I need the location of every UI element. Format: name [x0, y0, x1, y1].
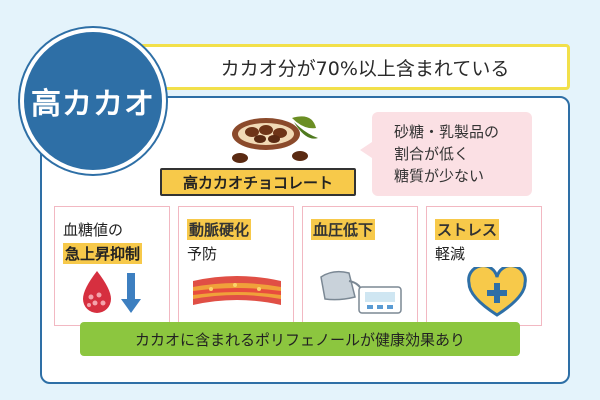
headline-text: カカオ分が70%以上含まれている: [220, 57, 510, 80]
sugar-note-line: 割合が低く: [394, 145, 470, 163]
benefit-label: 血糖値の: [63, 221, 124, 239]
benefit-card-blood-pressure: 血圧低下: [302, 206, 418, 326]
benefit-highlight: ストレス: [435, 219, 500, 240]
benefit-highlight: 血圧低下: [311, 219, 376, 240]
cacao-pod-icon: [232, 116, 318, 163]
benefit-label: 軽減: [435, 245, 466, 263]
sugar-note-line: 砂糖・乳製品の: [394, 123, 500, 141]
heart-plus-icon: [467, 267, 527, 317]
benefit-highlight: 動脈硬化: [187, 219, 252, 240]
title-badge: 高カカオ: [20, 28, 166, 174]
blood-pressure-monitor-icon: [320, 270, 402, 314]
polyphenol-banner: カカオに含まれるポリフェノールが健康効果あり: [80, 322, 520, 356]
benefit-card-arteriosclerosis: 動脈硬化 予防: [178, 206, 294, 326]
title-text: 高カカオ: [31, 87, 155, 122]
benefit-card-blood-sugar: 血糖値の 急上昇抑制: [54, 206, 170, 326]
sugar-note-line: 糖質が少ない: [394, 167, 485, 185]
polyphenol-text: カカオに含まれるポリフェノールが健康効果あり: [134, 330, 465, 349]
artery-icon: [193, 276, 281, 305]
headline-banner: カカオ分が70%以上含まれている: [130, 44, 570, 90]
benefit-highlight: 急上昇抑制: [63, 243, 143, 264]
benefit-label: 予防: [187, 245, 218, 263]
product-label: 高カカオチョコレート: [160, 168, 356, 196]
sugar-note-bubble: 砂糖・乳製品の 割合が低く 糖質が少ない: [360, 112, 532, 196]
blood-drop-down-arrow-icon: [83, 271, 141, 313]
benefit-card-stress: ストレス 軽減: [426, 206, 542, 326]
